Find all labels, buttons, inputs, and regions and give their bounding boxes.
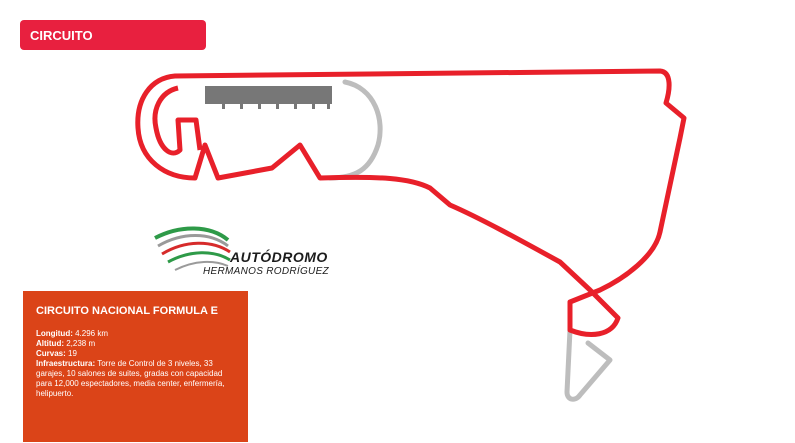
info-row-value: 19	[68, 349, 77, 358]
info-row-label: Altitud:	[36, 339, 64, 348]
logo-swoosh-icon	[154, 226, 231, 271]
logo-subtitle: HERMANOS RODRÍGUEZ	[203, 266, 329, 277]
info-row-length: Longitud: 4.296 km	[36, 329, 235, 339]
pit-building	[205, 86, 332, 104]
info-row-label: Curvas:	[36, 349, 66, 358]
track-inner-stadium	[152, 85, 203, 156]
section-header-tab: CIRCUITO	[20, 20, 206, 50]
info-row-label: Longitud:	[36, 329, 73, 338]
logo-title: AUTÓDROMO	[230, 249, 328, 265]
track-unused-hairpin	[564, 327, 613, 402]
info-row-label: Infraestructura:	[36, 359, 96, 368]
info-row-value: Torre de Control de 3 niveles, 33 garaje…	[36, 359, 225, 398]
info-card-title: CIRCUITO NACIONAL FORMULA E	[36, 305, 218, 317]
info-row-curves: Curvas: 19	[36, 349, 235, 359]
track-unused-stadium-arc	[327, 79, 383, 181]
info-row-altitude: Altitud: 2,238 m	[36, 339, 235, 349]
circuit-info-card: CIRCUITO NACIONAL FORMULA E Longitud: 4.…	[23, 291, 248, 442]
info-row-value: 4.296 km	[75, 329, 109, 338]
section-header-label: CIRCUITO	[30, 28, 93, 43]
info-row-value: 2,238 m	[66, 339, 96, 348]
pit-garages	[222, 104, 330, 109]
info-row-infrastructure: Infraestructura: Torre de Control de 3 n…	[36, 359, 235, 399]
track-circuit	[135, 68, 687, 337]
